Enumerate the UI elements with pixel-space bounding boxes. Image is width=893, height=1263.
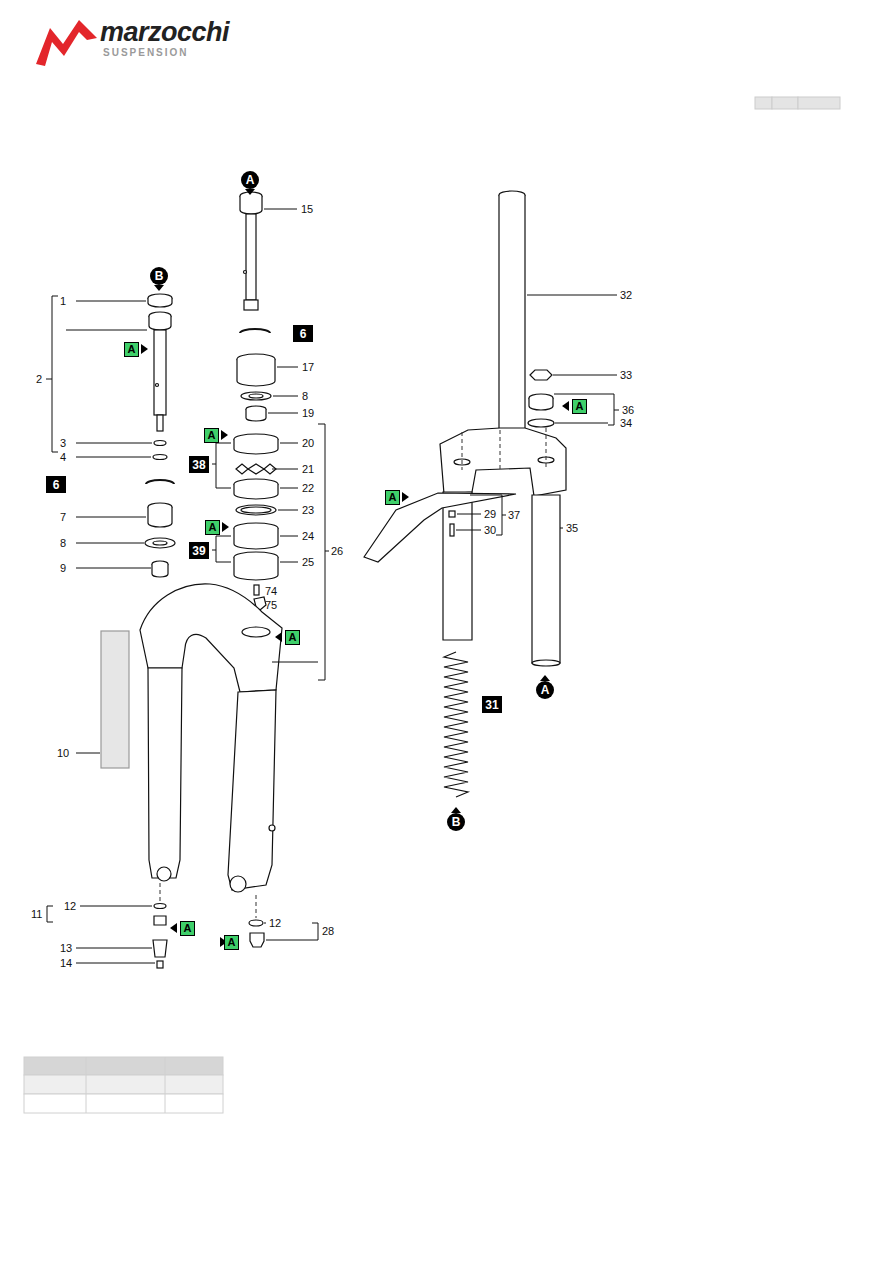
- logo-mark: [36, 20, 97, 66]
- reference-circle: A: [536, 681, 554, 699]
- marker-text: A: [209, 522, 217, 533]
- group-callout: 6: [46, 476, 66, 493]
- marker-text: 31: [485, 699, 498, 711]
- callout-number: 11: [31, 909, 42, 920]
- marker-text: A: [128, 344, 136, 355]
- callout-number: 32: [620, 290, 632, 301]
- reference-circle: B: [447, 813, 465, 831]
- marker-text: 6: [53, 479, 60, 491]
- callout-number: 3: [60, 438, 66, 449]
- callout-number: 12: [64, 901, 76, 912]
- grease-marker: A: [572, 399, 587, 414]
- grease-marker: A: [180, 921, 195, 936]
- marker-text: B: [155, 270, 164, 282]
- leader-lines: [46, 209, 619, 963]
- callout-number: 29: [484, 509, 496, 520]
- reference-circle: B: [150, 267, 168, 285]
- grease-marker: A: [224, 935, 239, 950]
- marker-text: 39: [192, 545, 205, 557]
- brand-name: marzocchi: [100, 19, 229, 46]
- marker-text: A: [184, 923, 192, 934]
- callout-number: 35: [566, 523, 578, 534]
- callout-number: 33: [620, 370, 632, 381]
- group-callout: 39: [189, 542, 209, 559]
- callout-number: 28: [322, 926, 334, 937]
- group-callout: 31: [482, 696, 502, 713]
- brand-subtitle: SUSPENSION: [103, 48, 189, 58]
- callout-number: 24: [302, 531, 314, 542]
- callout-number: 10: [57, 748, 69, 759]
- marker-text: A: [228, 937, 236, 948]
- grease-marker: A: [205, 520, 220, 535]
- marker-text: A: [389, 492, 397, 503]
- callout-number: 36: [622, 405, 634, 416]
- grease-marker: A: [124, 342, 139, 357]
- callout-number: 1: [60, 296, 66, 307]
- callout-number: 75: [265, 600, 277, 611]
- callout-number: 9: [60, 563, 66, 574]
- callout-number: 26: [331, 546, 343, 557]
- callout-number: 30: [484, 525, 496, 536]
- callout-number: 8: [60, 538, 66, 549]
- marker-text: A: [246, 174, 255, 186]
- group-callout: 38: [189, 456, 209, 473]
- callout-number: 37: [508, 510, 520, 521]
- header-boxes: [755, 97, 840, 109]
- callout-number: 17: [302, 362, 314, 373]
- callout-number: 23: [302, 505, 314, 516]
- marker-text: B: [452, 816, 461, 828]
- callout-number: 74: [265, 586, 277, 597]
- parts: [101, 191, 566, 968]
- reference-circle: A: [241, 171, 259, 189]
- callout-number: 12: [269, 918, 281, 929]
- callout-number: 7: [60, 512, 66, 523]
- marker-text: A: [208, 430, 216, 441]
- callout-number: 14: [60, 958, 72, 969]
- grease-marker: A: [285, 630, 300, 645]
- marker-text: A: [541, 684, 550, 696]
- grease-marker: A: [204, 428, 219, 443]
- marker-text: A: [576, 401, 584, 412]
- grease-marker: A: [385, 490, 400, 505]
- group-callout: 6: [293, 325, 313, 342]
- callout-number: 21: [302, 464, 314, 475]
- callout-number: 34: [620, 418, 632, 429]
- assembly-lines: [160, 428, 546, 918]
- marker-pointers: [141, 189, 569, 947]
- marker-text: 38: [192, 459, 205, 471]
- callout-number: 20: [302, 438, 314, 449]
- marker-text: 6: [300, 328, 307, 340]
- callout-number: 8: [302, 391, 308, 402]
- callout-number: 25: [302, 557, 314, 568]
- callout-number: 22: [302, 483, 314, 494]
- callout-number: 4: [60, 452, 66, 463]
- table: [24, 1057, 223, 1113]
- callout-number: 2: [36, 374, 42, 385]
- callout-number: 19: [302, 408, 314, 419]
- marker-text: A: [289, 632, 297, 643]
- callout-number: 15: [301, 204, 313, 215]
- callout-number: 13: [60, 943, 72, 954]
